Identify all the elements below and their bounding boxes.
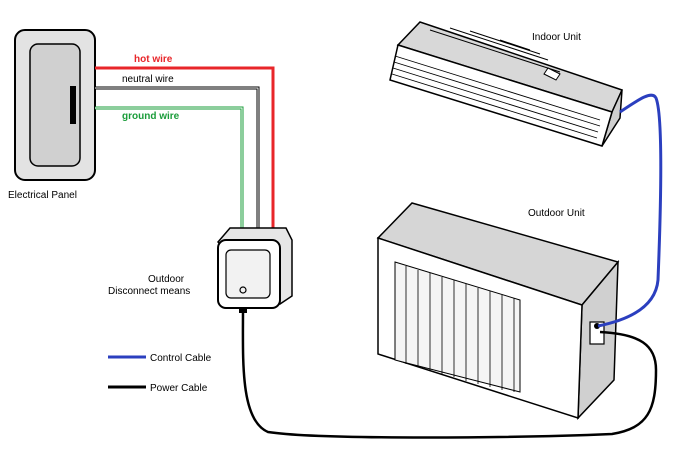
power-cable xyxy=(241,307,658,439)
outdoor-unit-label: Outdoor Unit xyxy=(528,208,585,219)
indoor-unit xyxy=(389,21,624,147)
neutral-wire-label: neutral wire xyxy=(122,74,174,85)
indoor-unit-label: Indoor Unit xyxy=(532,32,581,43)
disconnect-box xyxy=(216,227,293,309)
ground-wire-core xyxy=(95,107,243,228)
legend: Control Cable Power Cable xyxy=(108,353,212,394)
neutral-wire-core xyxy=(95,87,259,228)
disconnect-label-line1: Outdoor xyxy=(148,274,185,285)
breaker-handle xyxy=(70,86,76,124)
hot-wire xyxy=(95,66,275,228)
disconnect-switch-icon xyxy=(239,286,247,294)
power-cable-plug xyxy=(239,307,247,313)
hot-wire-label: hot wire xyxy=(134,54,173,65)
legend-control-label: Control Cable xyxy=(150,353,212,364)
electrical-panel-label: Electrical Panel xyxy=(8,190,77,201)
electrical-panel xyxy=(14,29,96,181)
disconnect-label-line2: Disconnect means xyxy=(108,286,190,297)
control-cable xyxy=(597,93,663,328)
outdoor-unit xyxy=(376,202,620,420)
legend-power-label: Power Cable xyxy=(150,383,208,394)
ground-wire xyxy=(95,106,244,228)
ground-wire-label: ground wire xyxy=(122,111,180,122)
